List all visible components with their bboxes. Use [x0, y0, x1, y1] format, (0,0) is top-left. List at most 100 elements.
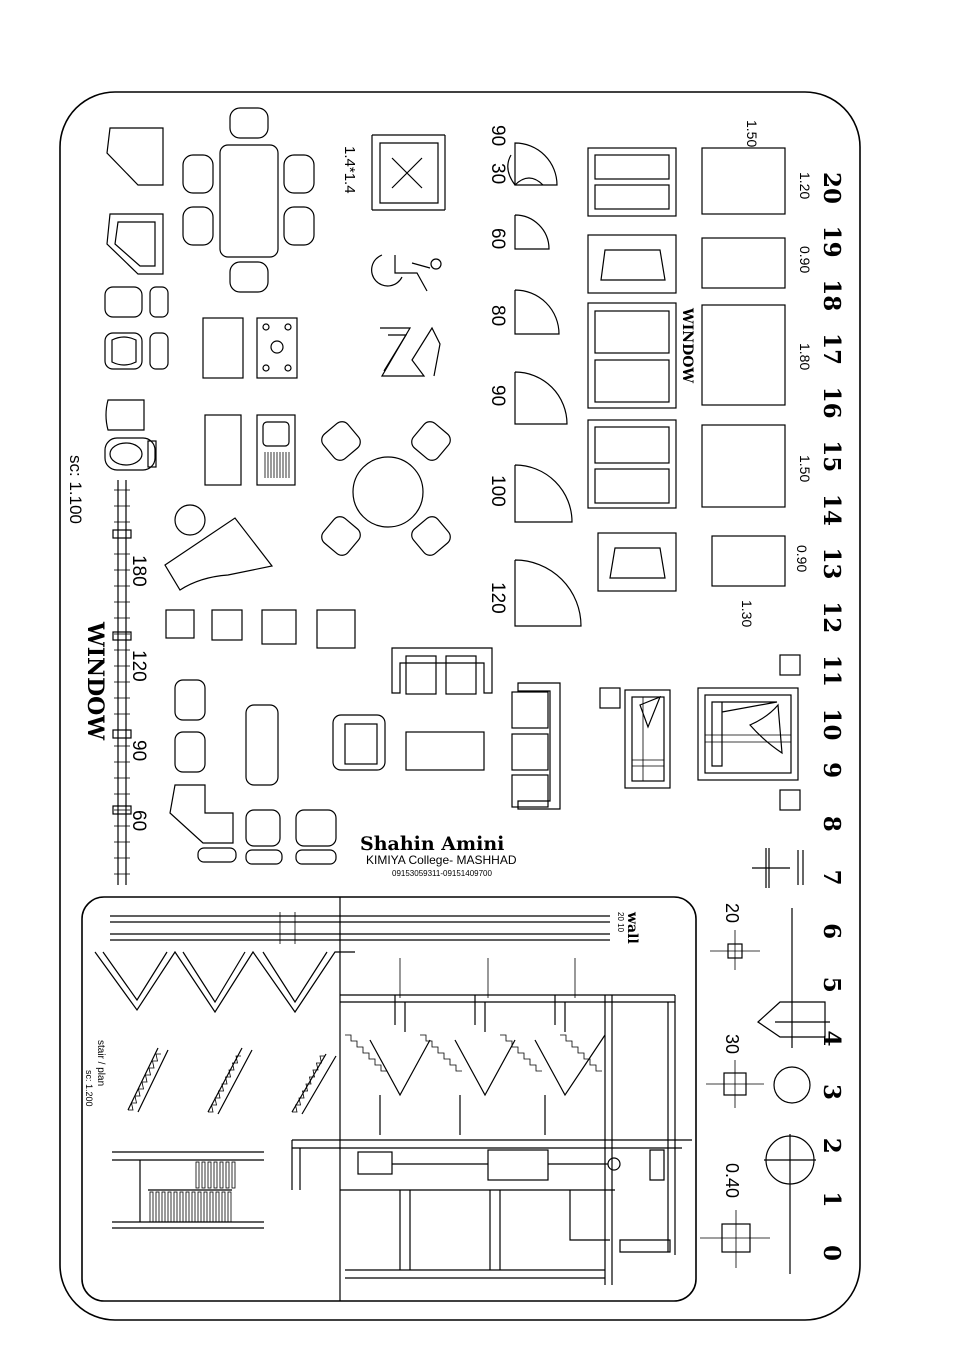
- window-size-label: 1.50: [797, 455, 813, 482]
- door-swing: [514, 371, 568, 425]
- ruler-number: 18: [818, 279, 845, 311]
- door-swing-small: [507, 154, 544, 186]
- door-swing: [514, 559, 582, 627]
- small-squares: [165, 609, 356, 649]
- stair-tread: [213, 1161, 218, 1189]
- circle-size-label: 30: [722, 1034, 742, 1054]
- track-stop: [112, 729, 132, 739]
- window-size-labels: 1.501.200.901.801.500.901.30: [739, 120, 813, 627]
- sliding-window-size: 90: [128, 740, 149, 761]
- author-name: Shahin Amini: [360, 833, 504, 855]
- toilet-size-label: 1.4*1.4: [341, 146, 358, 194]
- stair-tread: [227, 1191, 232, 1223]
- toilet-symbol: 1.4*1.4: [341, 134, 446, 211]
- window-size-label: 1.50: [744, 120, 760, 147]
- stair-steps: [292, 1055, 325, 1113]
- stair-tread: [167, 1191, 172, 1223]
- door-size-label: 80: [487, 305, 508, 326]
- stair-tread: [191, 1191, 196, 1223]
- stair-tread: [215, 1191, 220, 1223]
- symbols-right: [700, 848, 830, 1274]
- ruler-number: 1: [818, 1191, 845, 1207]
- wheelchair-icon: [371, 254, 442, 292]
- sofa-set: [169, 647, 561, 865]
- plan-inset-panel: wall 20 10 stair / plan sc: 1.200: [81, 896, 697, 1302]
- door-swing: [514, 214, 550, 250]
- window-label-bottom: WINDOW: [82, 621, 108, 740]
- door-symbol: 90: [487, 371, 568, 425]
- college-name: KIMIYA College- MASHHAD: [366, 853, 517, 867]
- sliding-window-size: 120: [128, 650, 149, 682]
- window-size-label: 1.20: [797, 172, 813, 199]
- stair-note: stair / plan: [95, 1040, 106, 1086]
- stair-steps: [128, 1053, 161, 1111]
- circle-size-label: 20: [722, 903, 742, 923]
- circle-size-label: 0.40: [722, 1163, 742, 1198]
- stair-tread: [161, 1191, 166, 1223]
- ruler-number: 7: [818, 869, 845, 885]
- dining-table-set: [182, 107, 315, 293]
- stair-tread: [207, 1161, 212, 1189]
- round-table-set: [321, 421, 451, 556]
- stair-tread: [195, 1161, 200, 1189]
- sliding-window-size: 60: [128, 810, 149, 831]
- ramp-symbol: [380, 326, 441, 377]
- ruler-number: 5: [818, 977, 845, 993]
- stair-tread: [155, 1191, 160, 1223]
- ruler-number: 10: [818, 709, 845, 741]
- ruler-number: 12: [818, 601, 845, 633]
- stair-tread: [203, 1191, 208, 1223]
- stair-steps: [208, 1055, 241, 1113]
- door-size-label: 120: [487, 582, 508, 614]
- stair-tread: [197, 1191, 202, 1223]
- ruler-number: 4: [818, 1030, 845, 1046]
- elevator-shafts: [599, 654, 801, 811]
- stair-tread: [185, 1191, 190, 1223]
- stencil-outline: [59, 91, 861, 1321]
- wall-label: wall: [624, 911, 640, 944]
- stair-tread: [209, 1191, 214, 1223]
- stair-steps-plan: [420, 1034, 462, 1072]
- sinks: [202, 317, 298, 486]
- ruler-number: 20: [818, 172, 845, 204]
- stair-tread: [231, 1161, 236, 1189]
- stair-tread: [179, 1191, 184, 1223]
- window-size-label: 1.80: [797, 343, 813, 370]
- sliding-window-labels: 180 120 90 60: [128, 555, 149, 831]
- track-stop: [112, 805, 132, 815]
- stair-tread: [149, 1191, 154, 1223]
- circle-size-labels: 20 30 0.40: [722, 903, 742, 1198]
- stair-steps-plan: [500, 1034, 542, 1072]
- stair-tread: [221, 1191, 226, 1223]
- window-size-label: 0.90: [797, 246, 813, 273]
- brand-block: Shahin Amini KIMIYA College- MASHHAD 091…: [360, 833, 517, 878]
- ruler-number: 6: [818, 923, 845, 939]
- ruler-number: 14: [818, 494, 845, 526]
- ruler-number: 13: [818, 548, 845, 580]
- window-label-top: WINDOW: [679, 307, 695, 383]
- office-desk: [164, 504, 274, 591]
- stair-tread: [225, 1161, 230, 1189]
- stair-steps-plan: [560, 1034, 602, 1072]
- door-symbol: 90 30: [487, 125, 558, 186]
- ruler-number: 16: [818, 387, 845, 419]
- stair-steps-plan: [345, 1034, 387, 1072]
- track-stop: [112, 631, 132, 641]
- door-size-label: 90: [487, 385, 508, 406]
- sliding-window-size: 180: [128, 555, 149, 587]
- ruler-number: 15: [818, 440, 845, 472]
- door-size-label: 90: [487, 125, 508, 146]
- ruler-number: 17: [818, 333, 845, 365]
- door-swing: [514, 464, 573, 523]
- window-elevations: WINDOW: [587, 147, 786, 592]
- ruler-number: 3: [818, 1084, 845, 1100]
- door-symbol: 60: [487, 214, 550, 250]
- window-size-label: 1.30: [739, 600, 755, 627]
- door-symbol: 120: [487, 559, 582, 627]
- door-symbol: 80: [487, 289, 560, 335]
- door-size-label-2: 30: [487, 163, 508, 184]
- track-stop: [112, 529, 132, 539]
